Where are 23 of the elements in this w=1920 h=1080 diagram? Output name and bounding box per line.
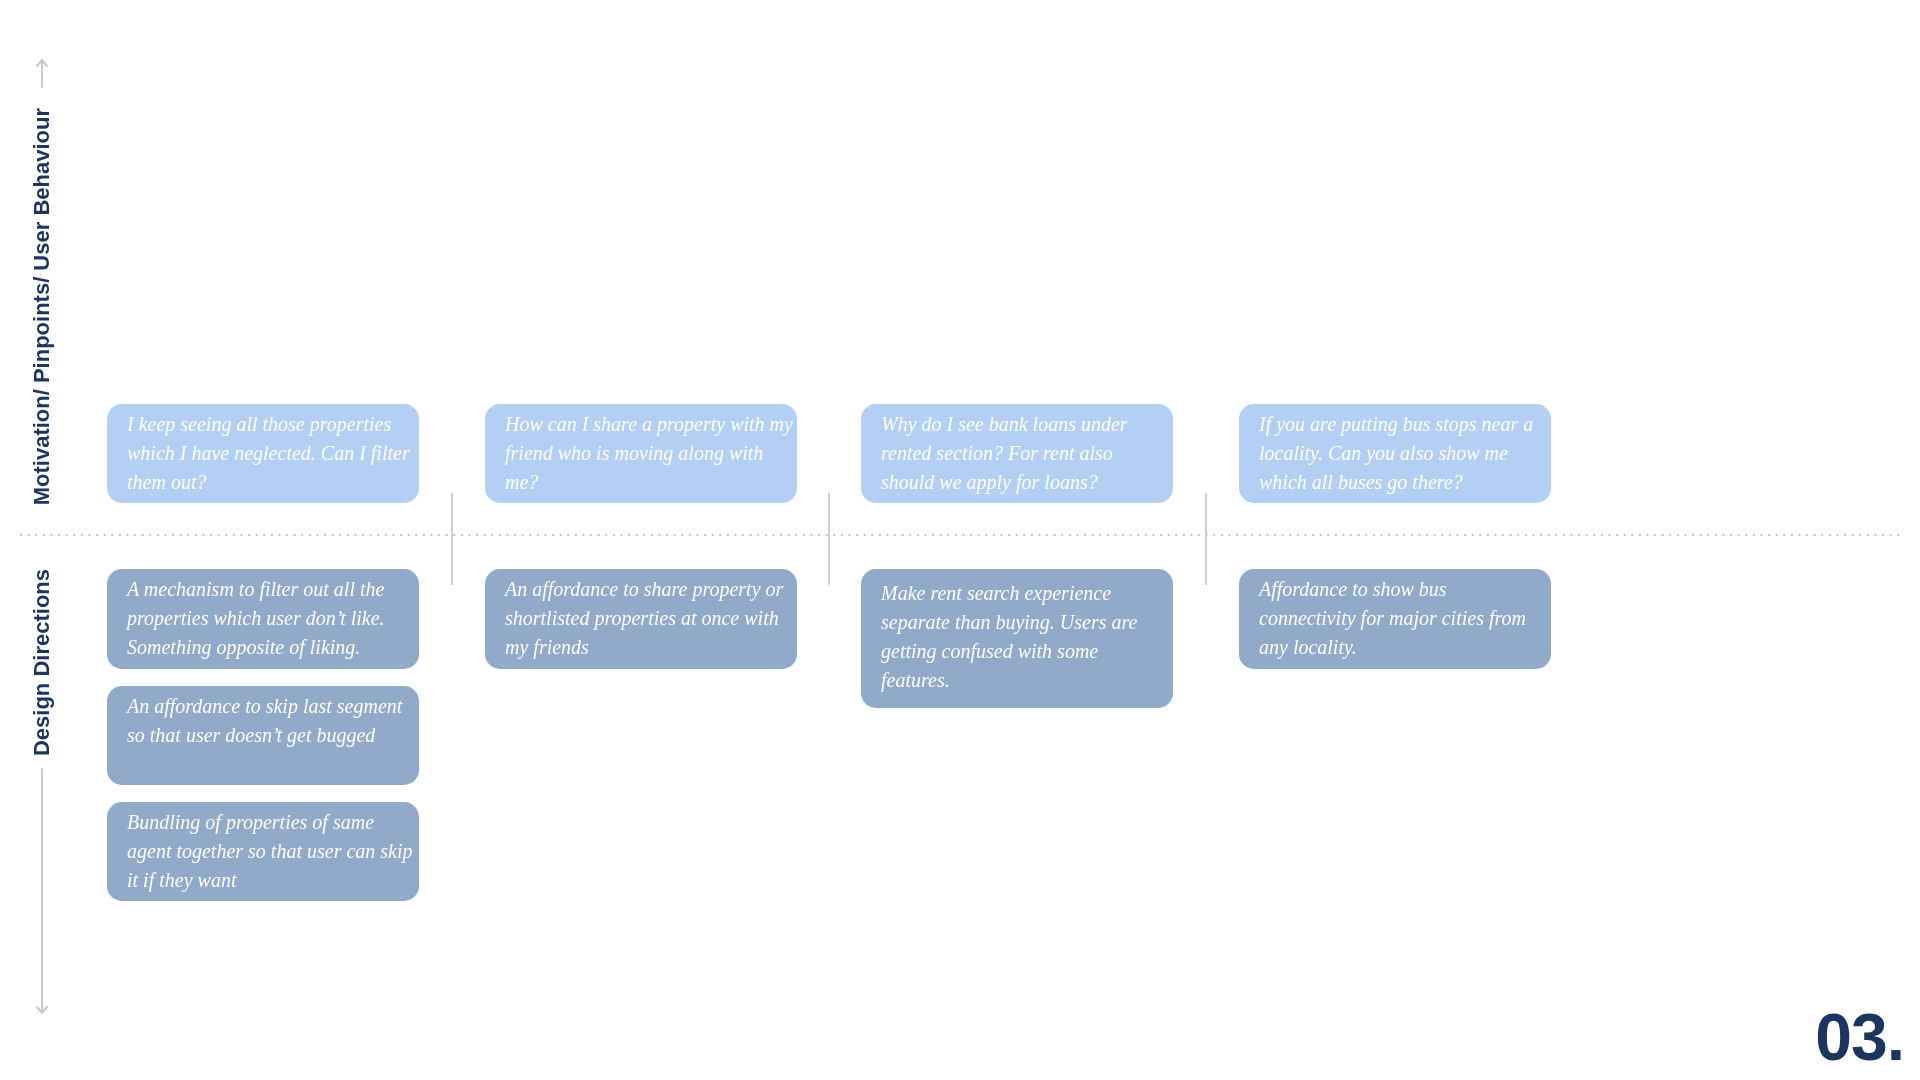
- design-direction-card: [107, 802, 419, 901]
- axis-label: Motivation/ Pinpoints/ User Behaviour: [29, 107, 55, 505]
- design-direction-card: [107, 686, 419, 785]
- page-number: 03.: [1815, 1004, 1904, 1070]
- card-text: If you are putting bus stops near a locality. Can you also show me which all buses go there?: [1259, 412, 1535, 496]
- card-text: Bundling of properties of same agent together so that user can skip it if they want: [127, 810, 414, 894]
- card-text: Make rent search experience separate than buying. Users are getting confused with some features.: [881, 581, 1139, 694]
- card-text: I keep seeing all those properties which I have neglected. Can I filter them out?: [127, 412, 411, 495]
- question-card: [861, 404, 1173, 503]
- card-text: Affordance to show bus connectivity for major cities from any locality.: [1259, 577, 1527, 661]
- design-direction-card: [107, 569, 419, 669]
- question-card: [107, 404, 419, 503]
- design-direction-card: [1239, 569, 1551, 669]
- card-text: Why do I see bank loans under rented section? For rent also should we apply for loans?: [881, 412, 1129, 496]
- question-card: [1239, 404, 1551, 503]
- design-direction-card: [861, 569, 1173, 708]
- card-text: An affordance to share property or shortlisted properties at once with my friends: [505, 577, 785, 661]
- card-text: An affordance to skip last segment so that user doesn’t get bugged: [127, 694, 404, 749]
- card-text: How can I share a property with my friend who is moving along with me?: [505, 412, 793, 495]
- axis-label: Design Directions: [29, 569, 55, 757]
- design-direction-card: [485, 569, 797, 669]
- card-text: A mechanism to filter out all the properties which user don’t like. Something opposite of liking.: [127, 577, 386, 661]
- question-card: [485, 404, 797, 503]
